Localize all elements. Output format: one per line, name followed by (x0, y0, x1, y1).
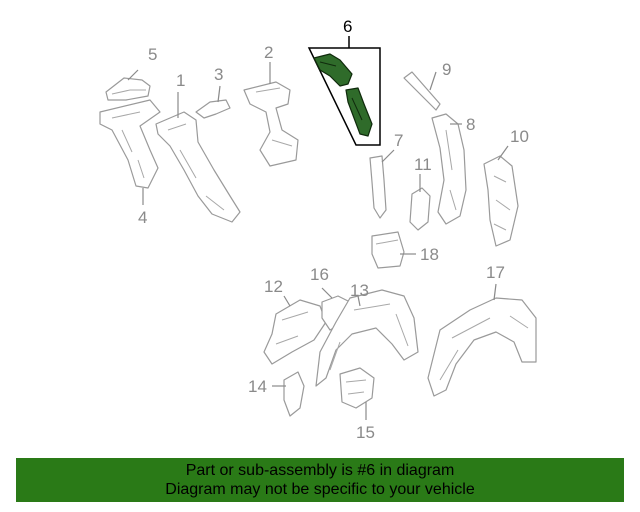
part-6-highlighted (313, 53, 373, 137)
part-13 (315, 289, 419, 387)
callout-16: 16 (310, 265, 329, 284)
part-9 (403, 71, 441, 111)
parts-diagram: 5 1 3 2 4 6 9 8 7 10 11 18 12 16 13 17 1… (99, 17, 537, 442)
callout-10: 10 (510, 127, 529, 146)
callout-13: 13 (350, 281, 369, 300)
callout-18: 18 (420, 245, 439, 264)
callout-5: 5 (148, 45, 157, 64)
part-10 (483, 145, 519, 247)
callout-1: 1 (176, 71, 185, 90)
part-12 (263, 295, 327, 365)
banner-line-1: Part or sub-assembly is #6 in diagram (185, 462, 455, 479)
part-17 (427, 283, 537, 397)
callout-15: 15 (356, 423, 375, 442)
part-11 (409, 174, 431, 231)
callout-8: 8 (466, 115, 475, 134)
callout-14: 14 (248, 377, 267, 396)
callout-6: 6 (343, 17, 352, 36)
callout-9: 9 (442, 60, 451, 79)
part-14 (272, 371, 305, 417)
part-2 (243, 62, 299, 167)
callout-4: 4 (138, 208, 147, 227)
callout-2: 2 (264, 43, 273, 62)
part-15 (339, 367, 375, 420)
part-7 (369, 149, 395, 219)
callout-3: 3 (214, 65, 223, 84)
info-banner: Part or sub-assembly is #6 in diagram Di… (16, 458, 624, 502)
callout-17: 17 (486, 263, 505, 282)
callout-7: 7 (394, 131, 403, 150)
part-5 (105, 69, 151, 101)
part-8 (431, 113, 467, 225)
banner-line-2: Diagram may not be specific to your vehi… (165, 481, 475, 498)
part-4 (99, 99, 161, 205)
part-1 (155, 92, 241, 223)
callout-11: 11 (414, 155, 432, 174)
callout-12: 12 (264, 277, 283, 296)
part-18 (371, 231, 416, 269)
part-3 (195, 85, 231, 119)
